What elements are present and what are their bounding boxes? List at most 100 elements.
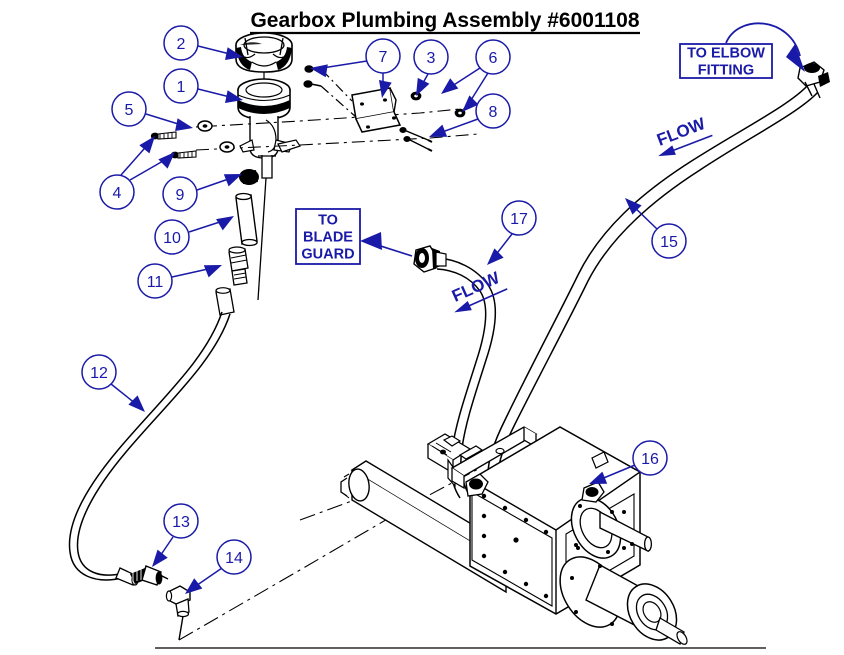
callout-arrowhead xyxy=(487,248,504,265)
callout-2[interactable]: 2 xyxy=(163,25,243,61)
callout-11[interactable]: 11 xyxy=(137,263,222,299)
callout-balloon[interactable] xyxy=(162,176,198,212)
flow-arrowhead xyxy=(454,300,472,313)
elbow-end-fitting xyxy=(797,61,830,99)
callout-5[interactable]: 5 xyxy=(111,91,193,132)
callout-number: 1 xyxy=(177,79,186,96)
callout-arrowhead xyxy=(225,47,243,61)
part-4-screws xyxy=(150,131,197,159)
callout-balloon[interactable] xyxy=(163,503,199,539)
part-7-bracket xyxy=(351,87,402,133)
blade-guard-fitting xyxy=(413,245,447,273)
callout-arrowhead xyxy=(216,216,234,231)
callout-balloon[interactable] xyxy=(81,354,117,390)
callout-9[interactable]: 9 xyxy=(162,174,242,212)
lower-sleeve xyxy=(215,287,235,316)
callout-arrowhead xyxy=(175,118,193,132)
note-box-line: FITTING xyxy=(698,63,754,79)
callout-balloon[interactable] xyxy=(216,539,252,575)
part-13-fitting xyxy=(130,565,169,586)
callout-1[interactable]: 1 xyxy=(163,68,243,104)
callout-7[interactable]: 7 xyxy=(310,38,401,78)
callout-arrowhead xyxy=(416,77,430,96)
part-9-ferrule xyxy=(239,169,259,185)
callout-balloon[interactable] xyxy=(501,200,537,236)
note-box-line: TO ELBOW xyxy=(687,46,765,62)
note-box-line: TO xyxy=(318,213,338,229)
install-centerline-2 xyxy=(299,497,361,521)
part-10-sleeve xyxy=(235,192,258,247)
callout-arrowhead xyxy=(225,90,243,104)
note-box-line: GUARD xyxy=(301,247,354,263)
callout-number: 16 xyxy=(641,451,659,468)
callout-arrowhead xyxy=(185,578,203,594)
mounting-plates xyxy=(426,433,484,488)
callout-3[interactable]: 3 xyxy=(413,39,449,96)
gearbox-cap-assembly xyxy=(235,32,301,179)
callout-balloon[interactable] xyxy=(475,93,511,129)
callout-balloon[interactable] xyxy=(111,91,147,127)
callout-14[interactable]: 14 xyxy=(185,539,252,594)
callout-balloon[interactable] xyxy=(163,68,199,104)
callout-8[interactable]: 8 xyxy=(429,93,511,137)
callout-number: 17 xyxy=(510,211,528,228)
callout-4b[interactable] xyxy=(129,152,175,181)
gearbox-body xyxy=(340,426,688,645)
part-1-housing xyxy=(237,78,293,179)
callout-balloon[interactable] xyxy=(651,223,687,259)
callout-16[interactable]: 16 xyxy=(589,440,668,484)
callout-number: 3 xyxy=(427,50,436,67)
callout-balloon[interactable] xyxy=(99,174,135,210)
callout-number: 11 xyxy=(147,274,164,291)
callout-number: 2 xyxy=(177,36,186,53)
callout-4[interactable]: 4 xyxy=(99,136,155,210)
part-5-washers xyxy=(197,120,235,153)
callout-balloon[interactable] xyxy=(413,39,449,75)
elbow-note-arrow xyxy=(725,22,805,72)
callout-arrowhead xyxy=(152,549,168,567)
callout-balloon[interactable] xyxy=(632,440,668,476)
callout-number: 4 xyxy=(113,185,122,202)
gearbox-hose-ports xyxy=(465,451,609,503)
callout-number: 12 xyxy=(90,365,108,382)
note-box-frame xyxy=(679,43,773,79)
lower-stem-fittings xyxy=(215,169,267,316)
callout-arrowhead xyxy=(462,95,479,112)
callout-number: 9 xyxy=(176,187,185,204)
callout-arrowhead xyxy=(158,152,175,169)
callout-balloon[interactable] xyxy=(163,25,199,61)
flow-text: FLOW xyxy=(654,114,708,150)
callout-arrowhead xyxy=(441,78,459,94)
callout-17[interactable]: 17 xyxy=(487,200,537,265)
callout-balloon[interactable] xyxy=(154,219,190,255)
top-bracket-bar xyxy=(450,426,538,490)
callout-balloon[interactable] xyxy=(137,263,173,299)
callout-arrowhead xyxy=(139,136,155,154)
callout-number: 5 xyxy=(125,102,134,119)
flow-label-flow-center: FLOW xyxy=(449,268,508,313)
page-title: Gearbox Plumbing Assembly #6001108 xyxy=(250,9,639,32)
part-2-cap xyxy=(235,32,293,73)
part-14-elbow xyxy=(165,585,191,641)
callout-arrowhead xyxy=(625,198,642,215)
wing-fitting xyxy=(277,139,301,153)
callout-6b[interactable] xyxy=(462,72,489,112)
callout-12[interactable]: 12 xyxy=(81,354,145,412)
callout-10[interactable]: 10 xyxy=(154,216,234,255)
callout-7b[interactable] xyxy=(378,73,392,98)
callout-balloon[interactable] xyxy=(475,39,511,75)
callout-15[interactable]: 15 xyxy=(625,198,687,259)
callout-6[interactable]: 6 xyxy=(441,39,511,94)
callout-arrowhead xyxy=(310,64,328,78)
bottom-output-hub xyxy=(559,556,688,645)
callout-13[interactable]: 13 xyxy=(152,503,199,567)
flow-arrow-shaft xyxy=(669,134,713,153)
flow-arrow-shaft xyxy=(464,288,508,309)
callout-arrowhead xyxy=(223,174,242,187)
flow-arrowhead xyxy=(658,145,676,157)
